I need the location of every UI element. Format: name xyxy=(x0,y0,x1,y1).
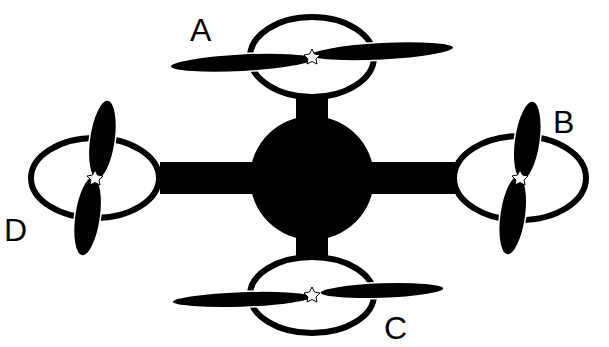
rotor-label: B xyxy=(553,106,574,138)
propeller xyxy=(170,39,454,76)
propeller xyxy=(69,98,121,258)
rotor-hub xyxy=(87,49,528,302)
rotor-label: A xyxy=(190,14,211,46)
propeller xyxy=(172,280,444,309)
rotor-label: C xyxy=(384,312,407,344)
drone-body xyxy=(250,116,374,240)
propeller xyxy=(494,99,545,257)
rotor-label: D xyxy=(4,214,27,246)
